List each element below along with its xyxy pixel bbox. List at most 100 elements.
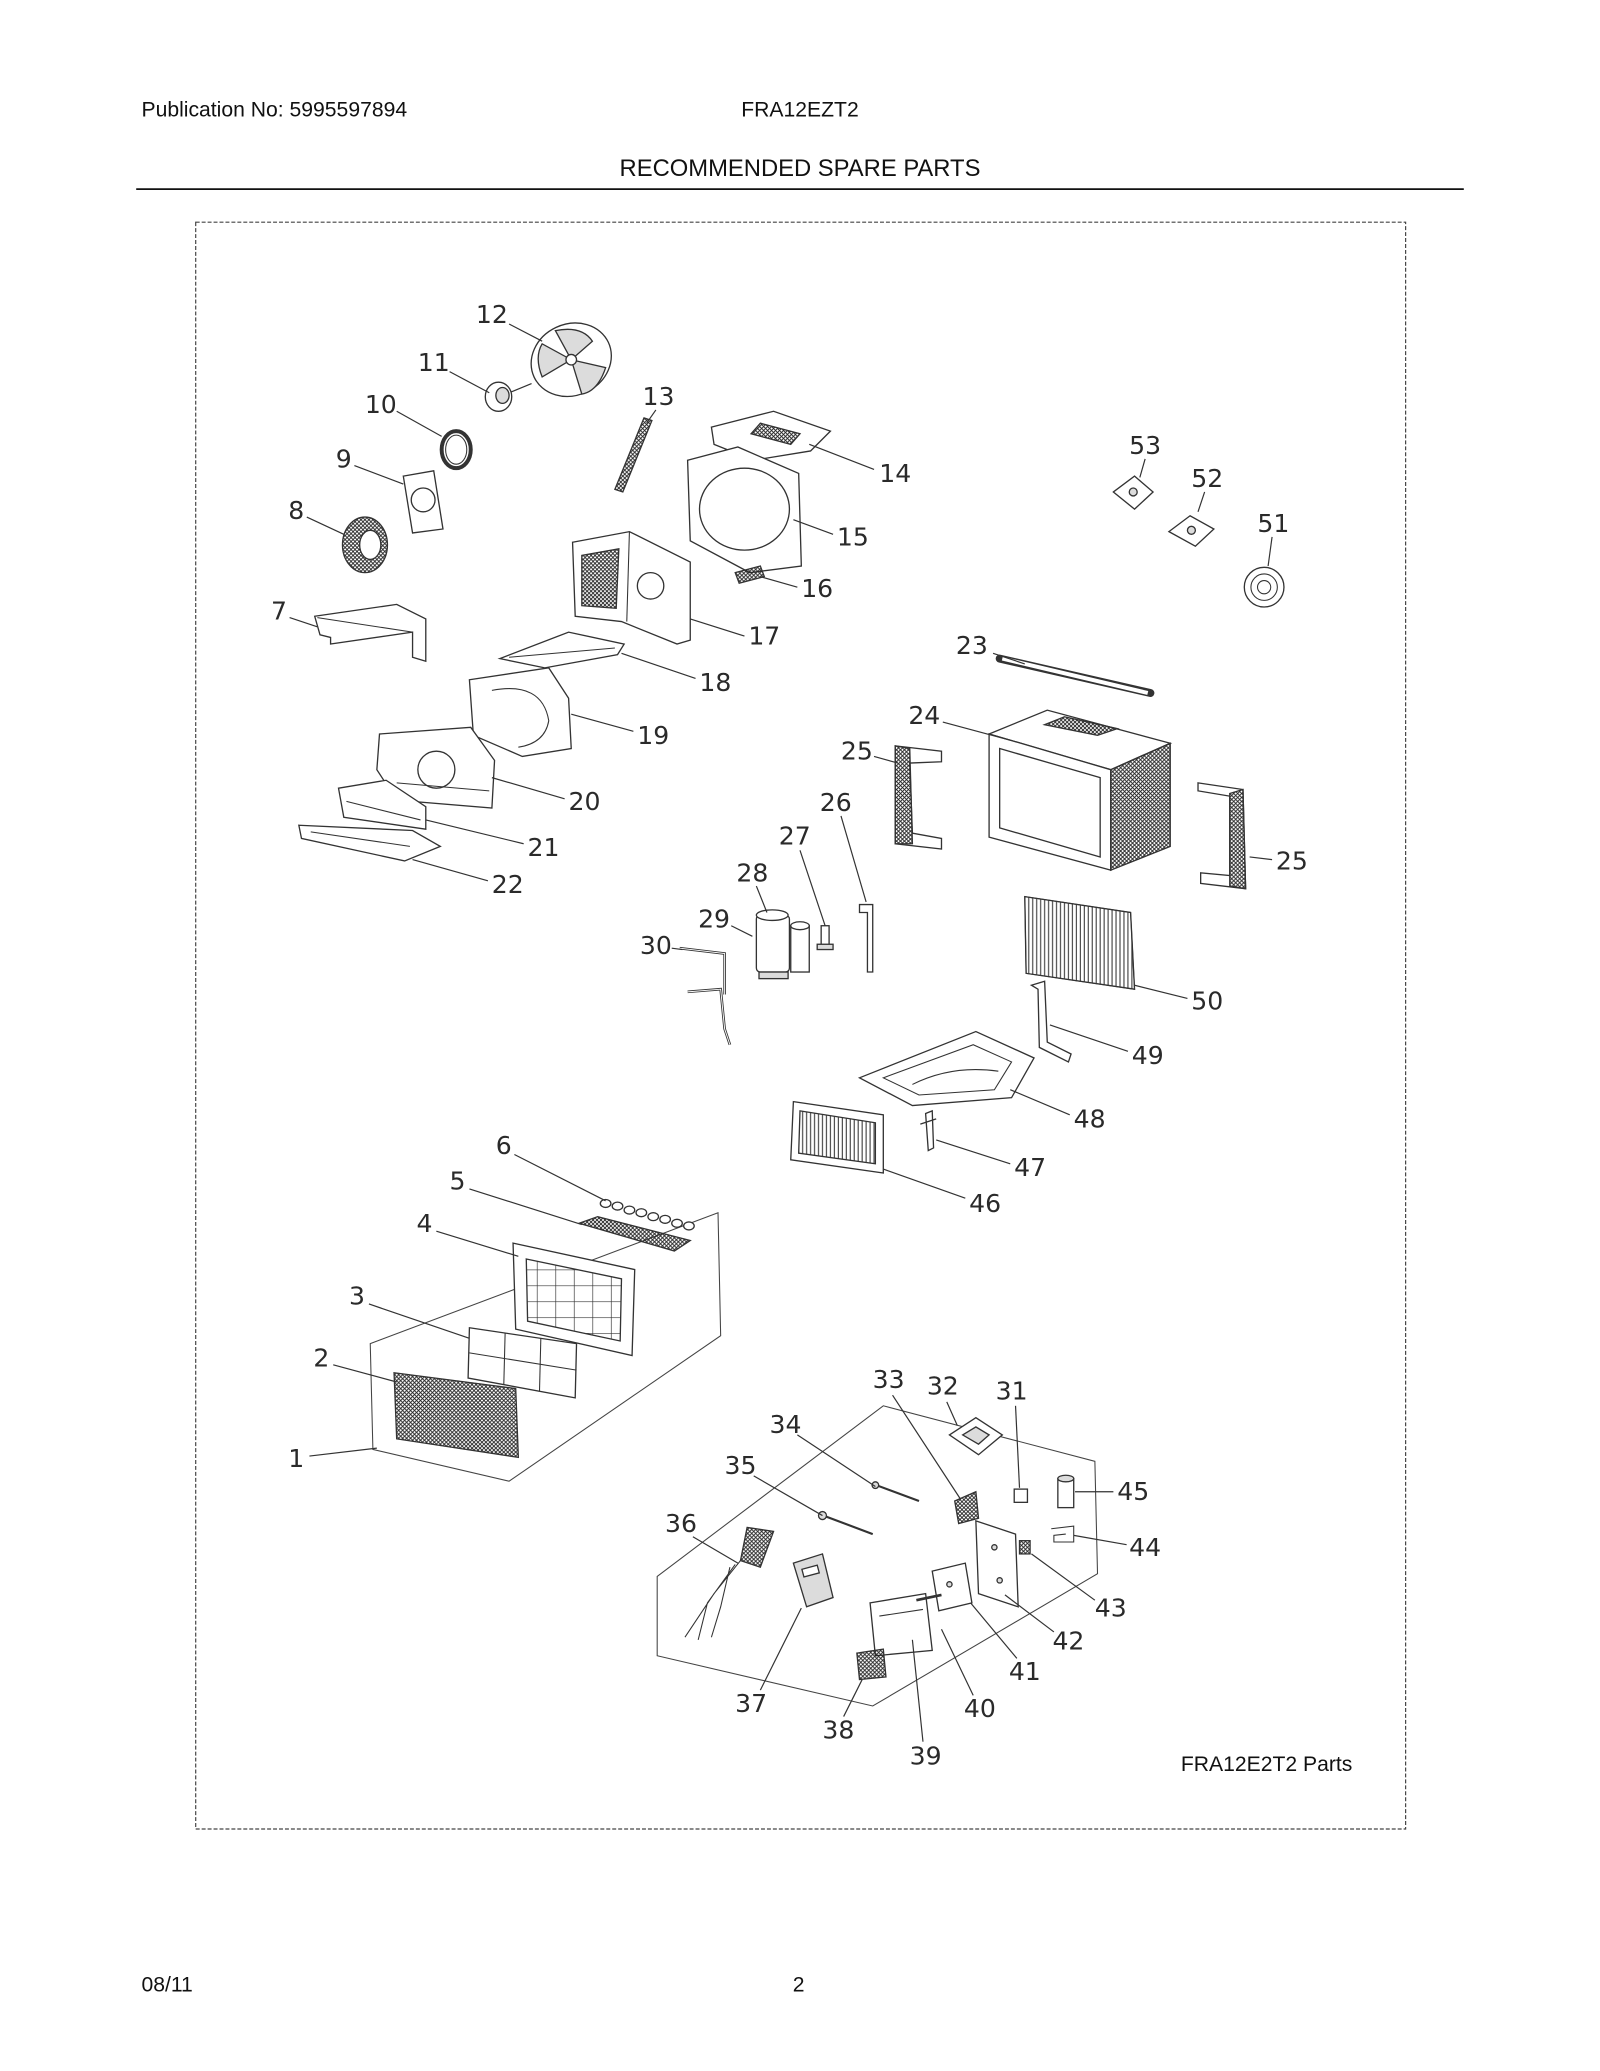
- callout-4: 4: [416, 1209, 432, 1238]
- callout-11: 11: [418, 348, 450, 377]
- leader-line-34: [797, 1434, 876, 1487]
- leader-line-11: [449, 371, 490, 394]
- leader-line-22: [412, 859, 489, 882]
- part-39-drawing: [916, 1593, 942, 1602]
- leader-line-29: [730, 925, 753, 937]
- part-25-left-drawing: [894, 745, 943, 850]
- callout-49: 49: [1132, 1041, 1164, 1070]
- part-30-drawing: [679, 946, 732, 1046]
- callout-32: 32: [927, 1371, 959, 1400]
- part-37-drawing: [792, 1553, 834, 1608]
- part-24-drawing: [987, 709, 1173, 872]
- leader-line-48: [1010, 1089, 1070, 1116]
- callout-45: 45: [1117, 1477, 1149, 1506]
- leader-line-18: [621, 652, 696, 679]
- leader-line-7: [289, 617, 318, 628]
- leader-line-24: [942, 721, 1012, 742]
- leader-line-26: [840, 815, 867, 903]
- leader-line-53: [1139, 458, 1146, 478]
- leader-line-21: [425, 819, 524, 845]
- callout-22: 22: [492, 870, 524, 899]
- part-6-drawing: [599, 1198, 695, 1231]
- part-2-drawing: [393, 1371, 520, 1459]
- leader-line-20: [491, 777, 565, 800]
- leader-line-42: [1004, 1594, 1055, 1633]
- part-10-drawing: [439, 429, 473, 471]
- part-34-drawing: [871, 1481, 920, 1503]
- leader-line-2: [333, 1364, 397, 1383]
- leader-line-46: [883, 1168, 966, 1199]
- part-8-drawing: [341, 516, 389, 574]
- diagram-caption: FRA12E2T2 Parts: [1181, 1753, 1353, 1776]
- leader-line-12: [508, 323, 543, 342]
- part-44-drawing: [1051, 1525, 1075, 1543]
- callout-3: 3: [349, 1282, 365, 1311]
- part-22-drawing: [298, 824, 442, 862]
- leader-line-19: [571, 713, 634, 732]
- part-42-drawing: [975, 1519, 1019, 1608]
- callout-44: 44: [1129, 1533, 1161, 1562]
- part-group-frame-electrical: [656, 1405, 1099, 1707]
- leader-line-32: [946, 1401, 958, 1426]
- callout-25-left: 25: [841, 737, 873, 766]
- leader-line-38: [843, 1679, 863, 1717]
- callout-40: 40: [964, 1694, 996, 1723]
- callout-48: 48: [1074, 1104, 1106, 1133]
- leader-line-37: [759, 1607, 802, 1691]
- part-33-drawing: [953, 1490, 980, 1525]
- part-11-drawing: [484, 381, 532, 412]
- callout-8: 8: [288, 496, 304, 525]
- callout-9: 9: [336, 444, 352, 473]
- part-31-drawing: [1013, 1488, 1029, 1503]
- callout-39: 39: [910, 1742, 942, 1771]
- leader-line-36: [692, 1536, 739, 1564]
- part-16-drawing: [734, 565, 766, 585]
- leader-line-23: [992, 652, 1025, 665]
- part-29-drawing: [755, 909, 791, 980]
- leader-line-49: [1049, 1024, 1129, 1052]
- callout-42: 42: [1052, 1627, 1084, 1656]
- callout-36: 36: [665, 1509, 697, 1538]
- part-28-drawing: [790, 921, 810, 973]
- leader-line-8: [306, 516, 345, 535]
- callout-12: 12: [476, 300, 508, 329]
- part-51-drawing: [1243, 566, 1285, 608]
- leader-line-13: [646, 409, 657, 424]
- callout-33: 33: [873, 1365, 905, 1394]
- leader-line-15: [793, 519, 834, 535]
- leader-line-44: [1073, 1534, 1127, 1546]
- part-12-drawing: [530, 322, 612, 398]
- part-38-drawing: [856, 1648, 887, 1681]
- callout-13: 13: [643, 382, 675, 411]
- leader-line-6: [514, 1153, 606, 1202]
- callout-47: 47: [1014, 1153, 1046, 1182]
- part-35-drawing: [817, 1510, 874, 1536]
- leader-line-25-left: [873, 755, 899, 764]
- callout-14: 14: [879, 459, 911, 488]
- part-19-drawing: [468, 667, 572, 758]
- callout-20: 20: [568, 787, 600, 816]
- callout-35: 35: [725, 1451, 757, 1480]
- callout-16: 16: [801, 574, 833, 603]
- leader-line-30: [671, 947, 683, 951]
- callout-15: 15: [837, 522, 869, 551]
- diagram-frame: [195, 221, 1407, 1830]
- callout-10: 10: [365, 390, 397, 419]
- part-50-drawing: [1024, 895, 1136, 990]
- callout-24: 24: [908, 701, 940, 730]
- leader-line-28: [755, 885, 768, 913]
- part-15-drawing: [686, 446, 803, 574]
- callout-6: 6: [496, 1131, 512, 1160]
- part-18-drawing: [497, 631, 626, 669]
- leader-line-39: [911, 1639, 924, 1742]
- part-45-drawing: [1057, 1474, 1075, 1509]
- part-23-drawing: [995, 654, 1155, 697]
- part-5-drawing: [577, 1215, 692, 1252]
- callout-51: 51: [1257, 509, 1289, 538]
- part-47-drawing: [920, 1109, 937, 1152]
- page-number: 2: [793, 1974, 805, 1997]
- callout-50: 50: [1191, 987, 1223, 1016]
- leader-line-41: [970, 1602, 1018, 1659]
- leader-line-33: [892, 1394, 961, 1499]
- part-40-drawing: [869, 1592, 933, 1657]
